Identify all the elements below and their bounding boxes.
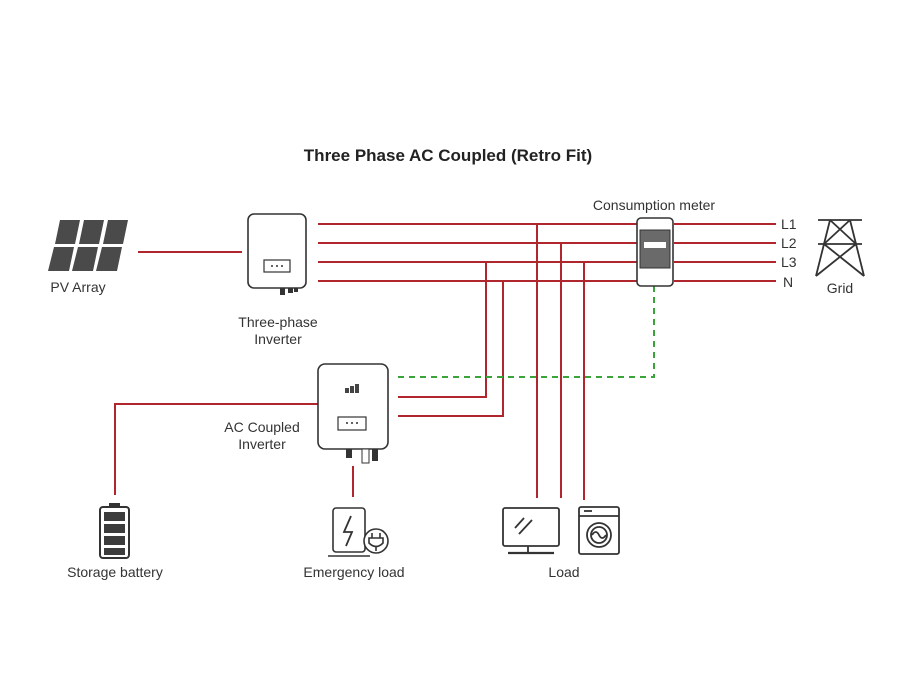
transmission-tower-icon (815, 219, 865, 277)
meter-display (644, 242, 666, 248)
ac-coupled-inverter-body (317, 363, 389, 450)
battery-wire (114, 403, 318, 495)
line-label-l1: L1 (781, 216, 797, 232)
three-phase-inverter-label-2: Inverter (254, 331, 302, 347)
storage-battery: Storage battery (67, 503, 163, 580)
power-wires (114, 223, 776, 500)
line-label-n: N (783, 274, 793, 290)
emergency-load-label: Emergency load (303, 564, 404, 580)
ac-inverter-connector-icon (346, 448, 378, 464)
pv-array: PV Array (48, 220, 128, 295)
pv-array-label: PV Array (50, 279, 105, 295)
line-label-l2: L2 (781, 235, 797, 251)
ac-inverter-l3-wire (398, 262, 487, 398)
washing-machine-icon (578, 506, 620, 555)
emergency-load: Emergency load (303, 507, 405, 580)
meter-comm-wire (398, 286, 655, 378)
three-phase-inverter: Three-phase Inverter (238, 213, 318, 347)
line-label-l3: L3 (781, 254, 797, 270)
load: Load (502, 506, 620, 580)
consumption-meter-label: Consumption meter (593, 197, 716, 213)
monitor-icon (502, 507, 560, 555)
three-phase-inverter-label-1: Three-phase (238, 314, 318, 330)
grid: Grid (815, 219, 865, 296)
ac-coupled-inverter: AC Coupled Inverter (224, 363, 389, 464)
grid-label: Grid (827, 280, 853, 296)
line-labels: L1 L2 L3 N (781, 216, 797, 290)
consumption-meter: Consumption meter (593, 197, 716, 287)
brand-logo-icon (345, 384, 359, 393)
diagram-title: Three Phase AC Coupled (Retro Fit) (304, 146, 592, 165)
three-phase-inverter-body (247, 213, 307, 289)
ac-coupled-inverter-label-2: Inverter (238, 436, 286, 452)
connector-icon (280, 288, 298, 295)
ac-inverter-n-wire (398, 281, 504, 417)
solar-panel-icon (48, 220, 128, 271)
battery-icon (99, 503, 130, 559)
meter-icon (639, 229, 671, 269)
storage-battery-label: Storage battery (67, 564, 163, 580)
load-label: Load (548, 564, 579, 580)
emergency-load-icon (328, 507, 389, 557)
ac-coupled-inverter-label-1: AC Coupled (224, 419, 300, 435)
